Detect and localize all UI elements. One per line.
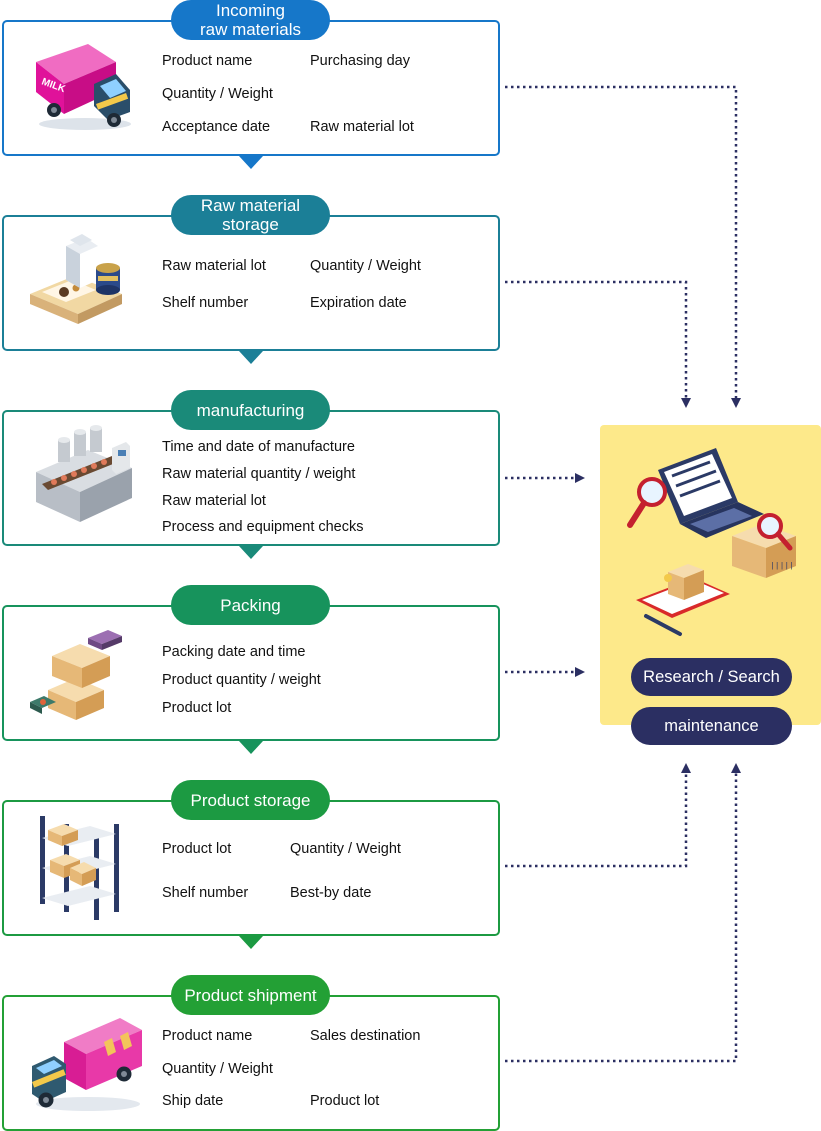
stage-shipment-field-4: Ship date (162, 1093, 224, 1109)
connector-shipment (505, 763, 741, 1063)
stage-product-storage-title: Product storage (171, 780, 330, 820)
stage-raw-storage-field-3: Shelf number (162, 295, 249, 311)
stage-raw-storage-title: Raw material storage (171, 195, 330, 235)
connector-product-storage (505, 763, 691, 868)
maintenance-button[interactable]: maintenance (631, 707, 792, 745)
stage-shipment-field-1: Product name (162, 1028, 253, 1044)
stage-packing-field-3: Product lot (162, 700, 232, 716)
stage-product-storage-field-2: Quantity / Weight (290, 841, 401, 857)
stage-incoming-arrow (239, 156, 263, 169)
research-search-button[interactable]: Research / Search (631, 658, 792, 696)
stage-incoming-title: Incoming raw materials (171, 0, 330, 40)
stage-incoming-field-5: Raw material lot (310, 119, 414, 135)
barcode-label: ||||| (770, 562, 794, 571)
stage-manufacturing-field-2: Raw material quantity / weight (162, 466, 356, 482)
stage-packing-arrow (239, 741, 263, 754)
stage-raw-storage-field-1: Raw material lot (162, 258, 266, 274)
boxes-icon (30, 630, 122, 720)
stage-raw-storage-field-2: Quantity / Weight (310, 258, 421, 274)
factory-machine-icon (36, 425, 132, 522)
stage-product-storage-field-4: Best-by date (290, 885, 372, 901)
stage-incoming-field-4: Acceptance date (162, 119, 271, 135)
stage-shipment-field-2: Sales destination (310, 1028, 421, 1044)
stage-incoming-field-2: Purchasing day (310, 53, 410, 69)
stage-raw-storage-field-4: Expiration date (310, 295, 407, 311)
stage-manufacturing-title: manufacturing (171, 390, 330, 430)
laptop-search-icon: ||||| (627, 448, 796, 636)
stage-shipment-field-5: Product lot (310, 1093, 380, 1109)
stage-shipment-field-3: Quantity / Weight (162, 1061, 273, 1077)
stage-shipment-title: Product shipment (171, 975, 330, 1015)
stage-packing-field-2: Product quantity / weight (162, 672, 321, 688)
stage-product-storage-arrow (239, 936, 263, 949)
stage-packing-field-1: Packing date and time (162, 644, 306, 660)
stage-incoming-field-1: Product name (162, 53, 253, 69)
stage-packing-title: Packing (171, 585, 330, 625)
delivery-truck-icon (31, 1018, 142, 1111)
connector-incoming (505, 85, 741, 408)
stage-manufacturing-field-4: Process and equipment checks (162, 519, 364, 535)
stage-manufacturing-field-3: Raw material lot (162, 493, 266, 509)
shelf-rack-icon (40, 816, 119, 920)
stage-manufacturing-arrow (239, 546, 263, 559)
stage-product-storage-field-3: Shelf number (162, 885, 249, 901)
stage-incoming-field-3: Quantity / Weight (162, 86, 273, 102)
stage-product-storage-field-1: Product lot (162, 841, 232, 857)
milk-truck-icon: MILK (36, 44, 131, 130)
stage-raw-storage-arrow (239, 351, 263, 364)
storage-pallet-icon (30, 234, 122, 324)
connector-raw-storage (505, 280, 691, 408)
stage-manufacturing-field-1: Time and date of manufacture (162, 439, 355, 455)
